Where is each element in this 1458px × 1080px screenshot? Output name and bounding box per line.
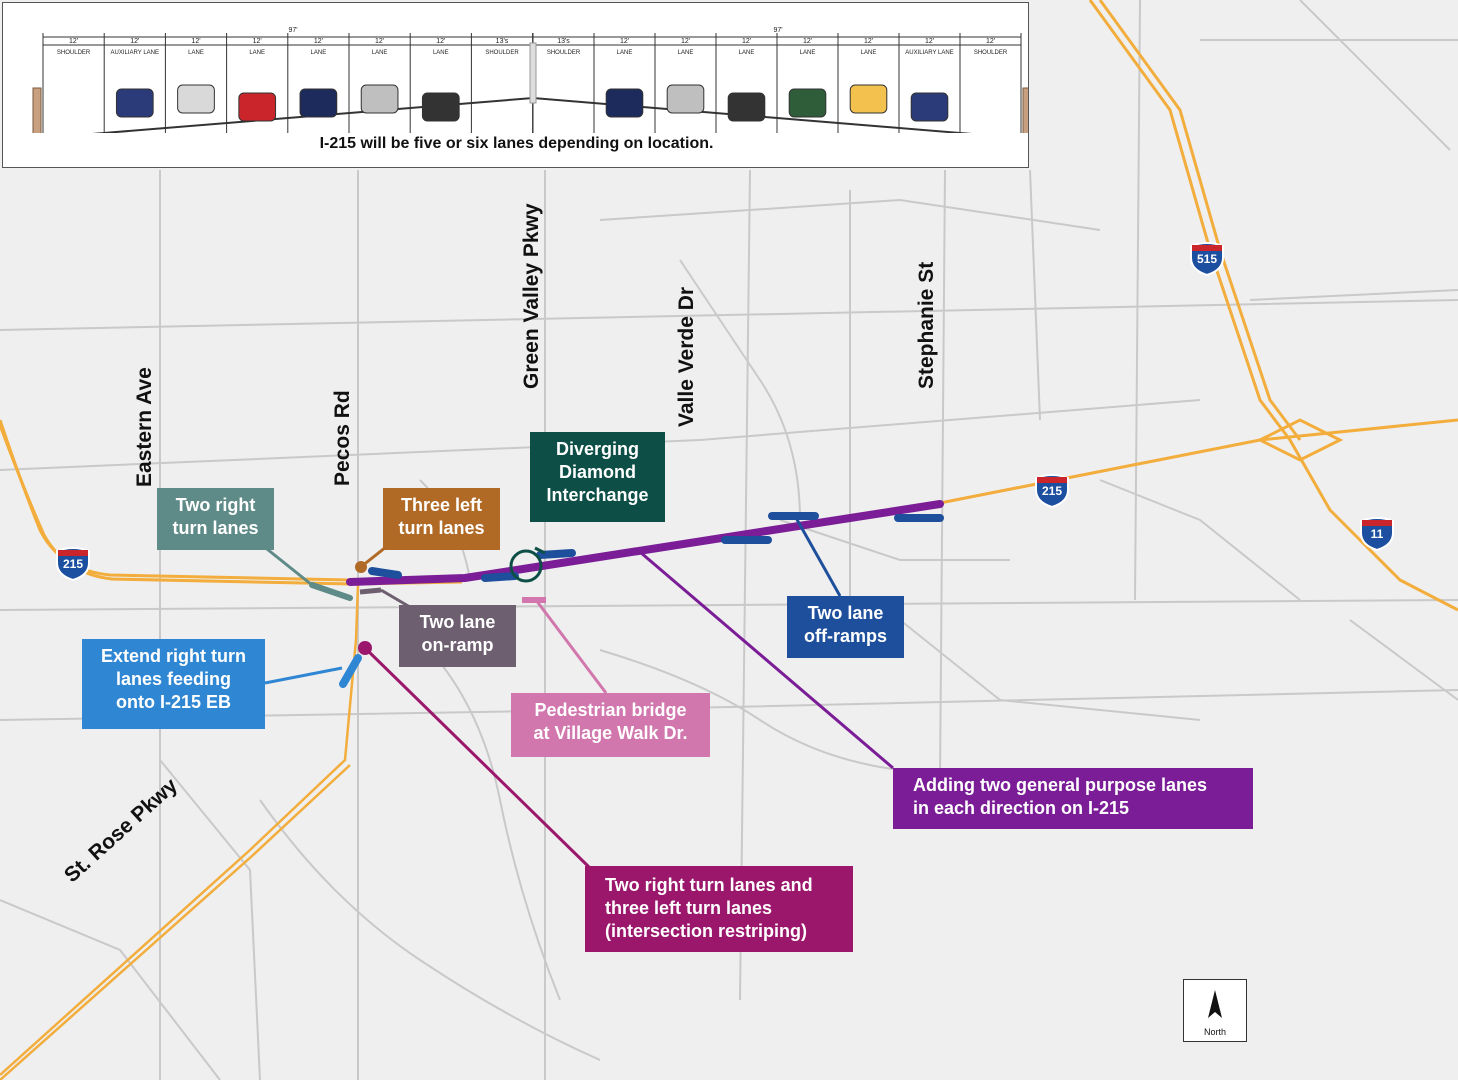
lane-width: 12'	[69, 38, 79, 45]
vehicle-icon	[849, 84, 888, 114]
lane-width: 13's	[557, 38, 570, 45]
vehicle-icon	[177, 84, 215, 114]
lane-label: AUXILIARY LANE	[110, 50, 160, 56]
callout-pedestrian-bridge: Pedestrian bridge at Village Walk Dr.	[511, 693, 710, 757]
lane-label: LANE	[188, 50, 204, 56]
lane-label: SHOULDER	[546, 50, 581, 56]
lane-width: 12'	[863, 38, 874, 45]
vehicle-icon	[666, 84, 705, 114]
st-rose-parkway	[0, 584, 360, 1080]
north-arrow-box: North	[1183, 979, 1247, 1042]
lane-width: 12'	[436, 38, 446, 45]
interstate-215-shield-east: 215	[1034, 472, 1070, 509]
lane-label: LANE	[677, 50, 694, 56]
vehicle-icon	[727, 92, 766, 122]
lane-width: 12'	[130, 38, 140, 45]
road-label-green-valley-pkwy: Green Valley Pkwy	[520, 203, 543, 389]
callout-three-left-turn-lanes: Three left turn lanes	[383, 488, 500, 550]
lane-width: 12'	[313, 38, 323, 45]
lane-label: SHOULDER	[485, 50, 519, 56]
callout-extend-right-turn-lanes: Extend right turn lanes feeding onto I-2…	[82, 639, 265, 729]
left-total-width: 97'	[288, 27, 298, 34]
lane-label: LANE	[432, 50, 449, 56]
road-label-valle-verde-dr: Valle Verde Dr	[675, 286, 698, 427]
callout-adding-general-purpose-lanes: Adding two general purpose lanes in each…	[893, 768, 1253, 829]
lane-label: AUXILIARY LANE	[905, 50, 954, 56]
lane-label: LANE	[738, 50, 755, 56]
cross-section-caption: I-215 will be five or six lanes dependin…	[319, 135, 714, 152]
lane-label: LANE	[860, 50, 877, 56]
right-total-width: 97'	[773, 27, 783, 34]
lane-width: 13's	[495, 38, 509, 45]
lane-label: LANE	[249, 50, 266, 56]
cross-section-panel: 12' SHOULDER 12' AUXILIARY LANE 12' LANE 12' LA…	[2, 2, 1029, 168]
lane-width: 12'	[741, 38, 752, 45]
lane-label: SHOULDER	[56, 50, 91, 56]
lane-width: 12'	[252, 38, 262, 45]
interstate-515-shield: 515	[1189, 240, 1225, 277]
lane-label: LANE	[310, 50, 327, 56]
lane-width: 12'	[191, 38, 201, 45]
lane-width: 12'	[619, 38, 630, 45]
vehicle-icon	[788, 88, 827, 118]
vehicle-icon	[360, 84, 399, 114]
lane-width: 12'	[680, 38, 691, 45]
lane-width: 12'	[924, 38, 935, 45]
lane-label: SHOULDER	[973, 50, 1008, 56]
road-label-stephanie-st: Stephanie St	[915, 261, 938, 389]
callout-two-lane-on-ramp: Two lane on-ramp	[399, 605, 516, 667]
vehicle-icon	[115, 88, 154, 118]
lane-width: 12'	[375, 38, 385, 45]
lane-width: 12'	[985, 38, 996, 45]
vehicle-icon	[421, 92, 460, 122]
interstate-11-shield: 11	[1359, 515, 1395, 552]
interstate-215-shield-west: 215	[55, 545, 91, 582]
leader-lines	[261, 515, 894, 870]
project-lanes	[309, 500, 944, 688]
lane-width: 12'	[802, 38, 813, 45]
callout-two-right-turn-lanes: Two right turn lanes	[157, 488, 274, 550]
vehicle-icon	[238, 92, 277, 122]
lane-label: LANE	[616, 50, 633, 56]
callout-intersection-restriping: Two right turn lanes and three left turn…	[585, 866, 853, 952]
callout-two-lane-off-ramps: Two lane off-ramps	[787, 596, 904, 658]
callout-diverging-diamond-interchange: Diverging Diamond Interchange	[530, 432, 665, 522]
road-label-pecos-rd: Pecos Rd	[331, 390, 354, 486]
lane-label: LANE	[799, 50, 816, 56]
road-label-eastern-ave: Eastern Ave	[133, 367, 156, 487]
cross-section-drawing	[32, 33, 1028, 133]
north-label: North	[1203, 1027, 1226, 1037]
freeway-i215	[0, 418, 1458, 586]
vehicle-icon	[299, 88, 338, 118]
vehicle-icon	[910, 92, 949, 122]
lane-label: LANE	[371, 50, 388, 56]
vehicle-icon	[605, 88, 644, 118]
north-arrow-icon	[1208, 990, 1222, 1018]
